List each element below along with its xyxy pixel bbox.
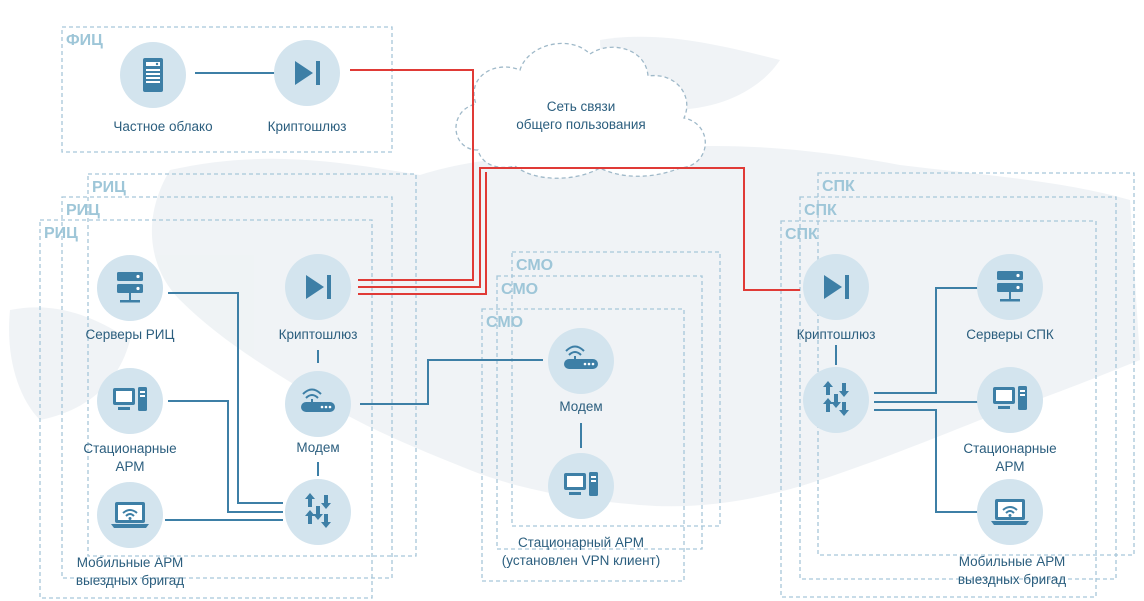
node-spk-servers: Серверы СПК [966, 254, 1054, 342]
workstation-icon [564, 472, 598, 496]
label-spk-stationary-line2: АРМ [995, 459, 1024, 474]
zone-label-smo-2: СМО [501, 281, 538, 298]
label-ric-servers: Серверы РИЦ [86, 327, 175, 342]
zone-label-smo-3: СМО [516, 257, 553, 274]
cloud-label-line2: общего пользования [516, 117, 645, 132]
label-ric-mobile-line1: Мобильные АРМ [77, 555, 184, 570]
node-spk-mobile-arm: Мобильные АРМ выездных бригад [958, 479, 1066, 587]
label-ric-stationary-line2: АРМ [115, 459, 144, 474]
node-ric-stationary-arm: Стационарные АРМ [83, 368, 177, 474]
label-ric-crypto-gateway: Криптошлюз [279, 327, 358, 342]
zone-label-spk-3: СПК [822, 178, 855, 195]
label-spk-crypto-gateway: Криптошлюз [797, 327, 876, 342]
node-private-cloud: Частное облако [113, 42, 213, 134]
local-links [165, 72, 978, 521]
zone-label-spk-1: СПК [785, 226, 818, 243]
label-smo-modem: Модем [559, 399, 602, 414]
zone-label-ric-3: РИЦ [92, 179, 126, 196]
zones-spk: СПК СПК СПК [780, 172, 1135, 598]
secure-link-fic [350, 69, 474, 281]
zone-label-ric-1: РИЦ [44, 225, 78, 242]
node-ric-crypto-gateway: Криптошлюз [279, 254, 358, 342]
node-smo-workstation: Стационарный АРМ (установлен VPN клиент) [502, 453, 660, 568]
node-ric-servers: Серверы РИЦ [86, 255, 175, 342]
node-ric-modem: Модем [285, 371, 351, 455]
label-spk-mobile-line1: Мобильные АРМ [959, 554, 1066, 569]
label-fic-crypto-gateway: Криптошлюз [268, 119, 347, 134]
node-ric-switch [285, 479, 351, 545]
zones-smo: СМО СМО СМО [481, 251, 721, 582]
label-spk-servers: Серверы СПК [966, 327, 1054, 342]
zones-ric: РИЦ РИЦ РИЦ [39, 173, 417, 599]
node-spk-stationary-arm: Стационарные АРМ [963, 367, 1057, 474]
label-spk-stationary-line1: Стационарные [963, 441, 1056, 456]
laptop-icon [990, 498, 1030, 526]
node-spk-switch [803, 367, 869, 433]
zone-label-spk-2: СПК [804, 202, 837, 219]
node-fic-crypto-gateway: Криптошлюз [268, 40, 347, 134]
label-ric-stationary-line1: Стационарные [83, 441, 176, 456]
secure-links [350, 69, 800, 295]
zone-fic: ФИЦ [61, 26, 393, 153]
node-spk-crypto-gateway: Криптошлюз [797, 254, 876, 342]
label-ric-modem: Модем [296, 440, 339, 455]
server-rack-icon [143, 58, 163, 92]
label-smo-workstation-line2: (установлен VPN клиент) [502, 553, 660, 568]
label-smo-workstation-line1: Стационарный АРМ [518, 535, 644, 550]
laptop-icon [110, 501, 150, 529]
label-ric-mobile-line2: выездных бригад [76, 573, 184, 588]
cloud-label-line1: Сеть связи [547, 99, 616, 114]
zone-label-ric-2: РИЦ [66, 202, 100, 219]
workstation-icon [113, 387, 147, 411]
public-network-cloud: Сеть связи общего пользования [455, 42, 706, 179]
label-private-cloud: Частное облако [113, 119, 212, 134]
zone-label-fic: ФИЦ [66, 32, 103, 49]
secure-link-ric [358, 167, 800, 291]
workstation-icon [993, 386, 1027, 410]
node-ric-mobile-arm: Мобильные АРМ выездных бригад [76, 482, 184, 588]
zone-label-smo-1: СМО [486, 314, 523, 331]
label-spk-mobile-line2: выездных бригад [958, 572, 1066, 587]
node-smo-modem: Модем [548, 328, 614, 414]
